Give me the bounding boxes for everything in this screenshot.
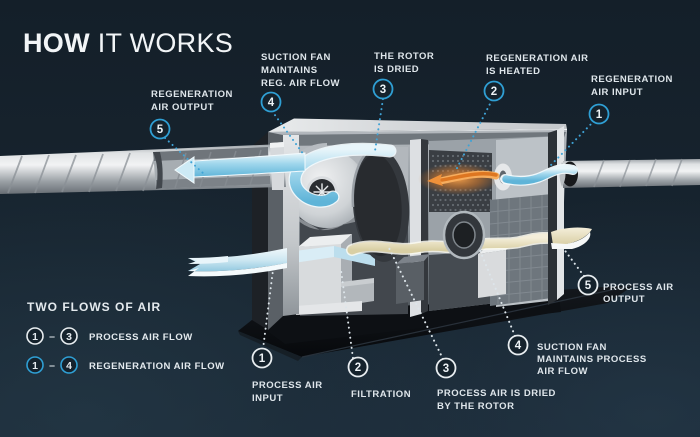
- svg-text:4: 4: [268, 97, 275, 109]
- svg-text:MAINTAINS PROCESS: MAINTAINS PROCESS: [537, 354, 647, 365]
- svg-text:PROCESS AIR: PROCESS AIR: [252, 380, 323, 391]
- svg-text:REGENERATION: REGENERATION: [151, 89, 233, 100]
- svg-text:PROCESS AIR FLOW: PROCESS AIR FLOW: [89, 332, 193, 343]
- svg-text:1: 1: [596, 109, 603, 121]
- svg-text:REGENERATION AIR FLOW: REGENERATION AIR FLOW: [89, 361, 225, 372]
- svg-text:BY THE ROTOR: BY THE ROTOR: [437, 401, 514, 412]
- svg-text:5: 5: [585, 280, 592, 292]
- svg-text:AIR FLOW: AIR FLOW: [537, 366, 588, 377]
- svg-text:3: 3: [66, 331, 72, 343]
- svg-text:3: 3: [380, 84, 386, 96]
- svg-text:IS DRIED: IS DRIED: [374, 64, 419, 75]
- svg-text:2: 2: [491, 86, 497, 98]
- svg-text:HOW IT WORKS: HOW IT WORKS: [23, 28, 233, 58]
- svg-text:TWO FLOWS OF AIR: TWO FLOWS OF AIR: [27, 300, 161, 314]
- svg-text:INPUT: INPUT: [252, 393, 283, 404]
- svg-text:–: –: [49, 360, 55, 372]
- svg-text:SUCTION FAN: SUCTION FAN: [537, 342, 607, 353]
- svg-text:–: –: [49, 331, 55, 343]
- svg-text:1: 1: [259, 353, 266, 365]
- svg-text:3: 3: [443, 363, 449, 375]
- svg-text:REGENERATION AIR: REGENERATION AIR: [486, 53, 588, 64]
- svg-text:REGENERATION: REGENERATION: [591, 74, 673, 85]
- svg-text:PROCESS AIR IS DRIED: PROCESS AIR IS DRIED: [437, 388, 556, 399]
- svg-text:4: 4: [66, 360, 72, 372]
- svg-text:FILTRATION: FILTRATION: [351, 389, 411, 400]
- svg-text:REG. AIR FLOW: REG. AIR FLOW: [261, 78, 340, 89]
- svg-text:AIR OUTPUT: AIR OUTPUT: [151, 102, 214, 113]
- svg-text:IS HEATED: IS HEATED: [486, 66, 540, 77]
- svg-text:2: 2: [355, 362, 361, 374]
- svg-text:SUCTION FAN: SUCTION FAN: [261, 52, 331, 63]
- svg-text:OUTPUT: OUTPUT: [603, 294, 645, 305]
- svg-text:THE ROTOR: THE ROTOR: [374, 51, 434, 62]
- svg-text:PROCESS AIR: PROCESS AIR: [603, 282, 674, 293]
- svg-text:1: 1: [32, 360, 38, 372]
- svg-text:5: 5: [157, 124, 164, 136]
- svg-text:AIR INPUT: AIR INPUT: [591, 87, 643, 98]
- svg-text:1: 1: [32, 331, 38, 343]
- svg-text:MAINTAINS: MAINTAINS: [261, 65, 318, 76]
- svg-text:4: 4: [515, 340, 522, 352]
